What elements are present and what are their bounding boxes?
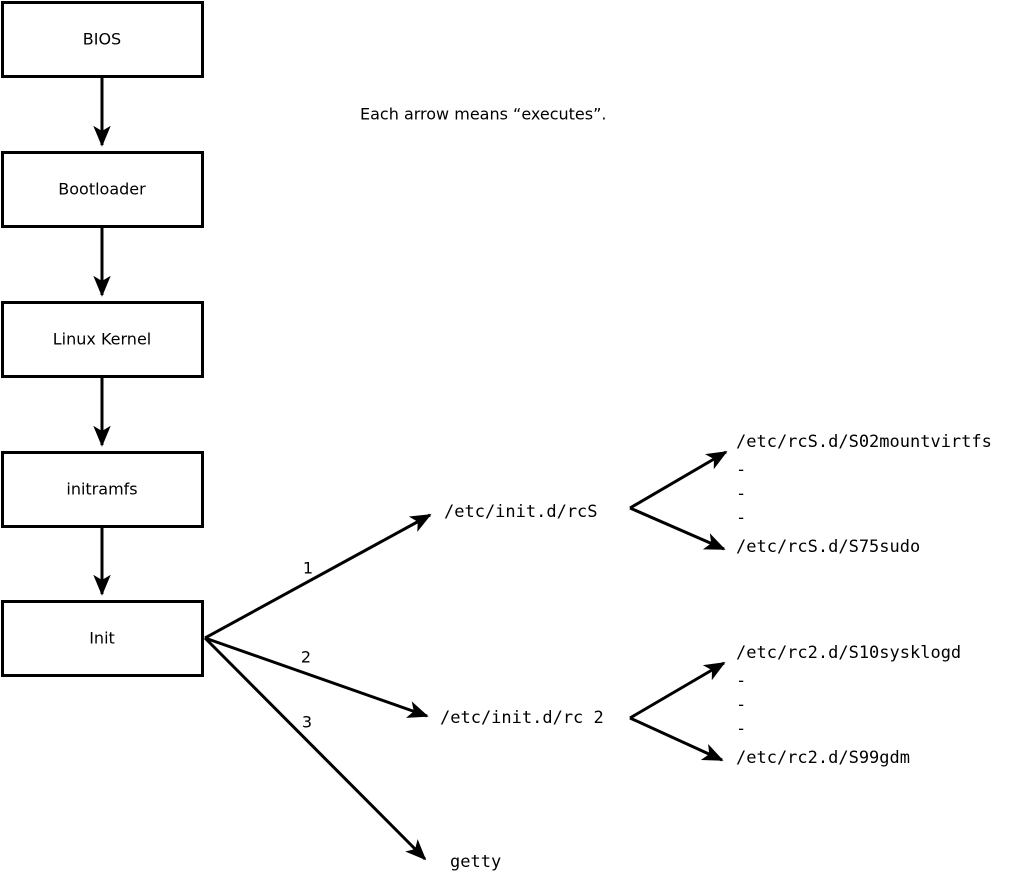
initramfs-label: initramfs (66, 480, 137, 499)
edge-rcs-to-first-script (629, 450, 728, 510)
rc2-script-first: /etc/rc2.d/S10sysklogd (736, 643, 961, 663)
edge-label-3: 3 (302, 713, 312, 732)
edge-rcs-to-last-script (629, 506, 726, 551)
bootloader-box[interactable] (1, 151, 204, 228)
edge-init-to-rc2 (204, 636, 429, 718)
node-initramfs[interactable]: initramfs (1, 451, 204, 528)
rc2-ellipsis-dash-2: - (736, 695, 746, 715)
node-getty-label[interactable]: getty (450, 852, 501, 872)
edge-rc2-to-first-script (629, 661, 726, 720)
rcs-ellipsis-dash-3: - (736, 508, 746, 528)
diagram-caption: Each arrow means “executes”. (360, 105, 606, 124)
bootloader-label: Bootloader (58, 180, 146, 199)
node-linux-kernel[interactable]: Linux Kernel (1, 301, 204, 378)
edge-init-to-rcs (204, 513, 432, 640)
node-bootloader[interactable]: Bootloader (1, 151, 204, 228)
edge-label-1: 1 (303, 559, 313, 578)
edge-rc2-to-last-script (629, 716, 724, 762)
init-label: Init (89, 629, 115, 648)
rc2-ellipsis-dash-3: - (736, 719, 746, 739)
edge-label-2: 2 (301, 648, 311, 667)
node-rcs-label[interactable]: /etc/init.d/rcS (444, 502, 598, 522)
rcs-script-last: /etc/rcS.d/S75sudo (736, 537, 920, 557)
node-bios[interactable]: BIOS (1, 1, 204, 78)
bios-box[interactable] (1, 1, 204, 78)
rc2-script-last: /etc/rc2.d/S99gdm (736, 748, 910, 768)
linux-kernel-box[interactable] (1, 301, 204, 378)
linux-kernel-label: Linux Kernel (53, 330, 151, 349)
rcs-script-first: /etc/rcS.d/S02mountvirtfs (736, 432, 992, 452)
rc2-ellipsis-dash-1: - (736, 671, 746, 691)
node-rc2-label[interactable]: /etc/init.d/rc 2 (440, 708, 604, 728)
rcs-ellipsis-dash-1: - (736, 460, 746, 480)
bios-label: BIOS (83, 30, 121, 49)
initramfs-box[interactable] (1, 451, 204, 528)
node-init[interactable]: Init (1, 600, 204, 677)
init-box[interactable] (1, 600, 204, 677)
rcs-ellipsis-dash-2: - (736, 484, 746, 504)
edge-init-to-getty (203, 636, 427, 861)
